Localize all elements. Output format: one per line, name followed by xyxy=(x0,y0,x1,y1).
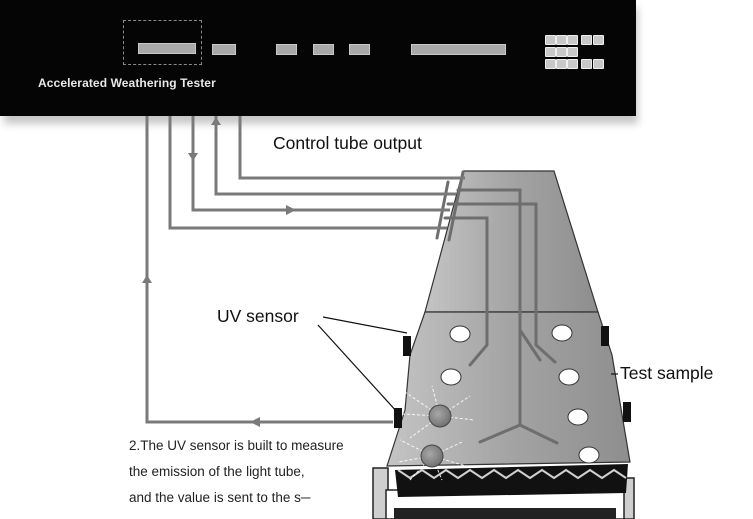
keypad-key xyxy=(567,35,578,45)
control-panel: Accelerated Weathering Tester xyxy=(0,0,636,116)
sample-tray xyxy=(395,464,628,497)
keypad-key xyxy=(556,59,567,69)
uv-sensor-upper xyxy=(428,404,452,428)
label-test-sample: Test sample xyxy=(620,363,714,383)
display-2 xyxy=(212,44,236,55)
side-tab-right-lower xyxy=(623,402,631,422)
keypad-key xyxy=(545,47,556,57)
description-line-3: and the value is sent to the s─ xyxy=(129,490,311,505)
keypad-key xyxy=(545,59,556,69)
chamber-lower xyxy=(386,311,631,467)
keypad-key xyxy=(556,35,567,45)
uv-sensor-lower xyxy=(420,444,444,468)
highlight-box xyxy=(123,20,202,65)
flow-arrows xyxy=(142,117,296,427)
side-tab-left-upper xyxy=(403,336,411,356)
display-wide xyxy=(411,44,506,55)
lamp-tubes xyxy=(435,170,559,445)
keypad-key xyxy=(593,35,604,45)
side-tab-left-lower xyxy=(394,408,402,428)
display-5 xyxy=(349,44,370,55)
side-tab-right-upper xyxy=(601,326,609,346)
display-main xyxy=(138,43,196,54)
keypad-key xyxy=(567,47,578,57)
description-line-1: 2.The UV sensor is built to measure xyxy=(129,438,344,453)
keypad-key xyxy=(581,59,592,69)
description-line-2: the emission of the light tube, xyxy=(129,464,305,479)
panel-title: Accelerated Weathering Tester xyxy=(38,76,216,90)
chamber-upper xyxy=(424,170,599,313)
keypad-key xyxy=(545,35,556,45)
pedestal xyxy=(372,467,635,519)
sample-windows xyxy=(440,324,600,464)
label-uv-sensor: UV sensor xyxy=(217,306,299,326)
zigzag-profile xyxy=(397,468,627,480)
keypad-key xyxy=(581,35,592,45)
keypad-key xyxy=(593,59,604,69)
display-4 xyxy=(313,44,334,55)
display-3 xyxy=(276,44,297,55)
label-control-tube-output: Control tube output xyxy=(273,133,422,153)
leader-lines xyxy=(317,316,618,414)
signal-pipes xyxy=(145,116,465,424)
keypad-key xyxy=(567,59,578,69)
keypad-key xyxy=(556,47,567,57)
